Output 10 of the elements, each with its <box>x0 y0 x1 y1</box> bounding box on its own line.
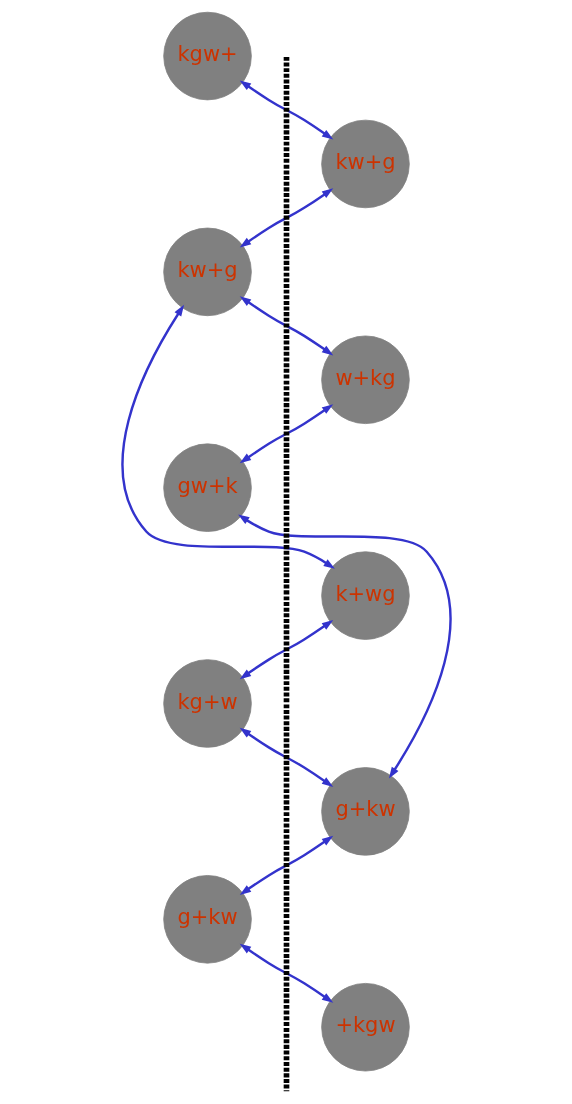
arrow <box>237 514 452 779</box>
arrow <box>239 404 333 464</box>
arrow <box>120 304 335 569</box>
arrow <box>239 619 333 680</box>
arrow <box>239 943 333 1003</box>
arrow <box>239 835 333 895</box>
arrow <box>239 727 333 788</box>
arrow <box>239 80 333 140</box>
arrow <box>239 296 333 356</box>
arrow <box>239 188 333 248</box>
